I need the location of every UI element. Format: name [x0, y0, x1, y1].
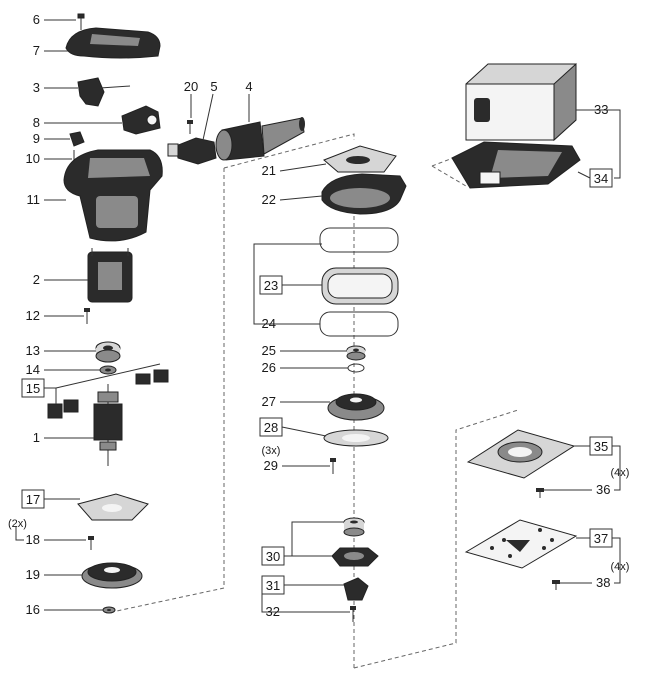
label-boxes: [21, 168, 613, 595]
part-29-screw: [330, 458, 336, 474]
label-35: 35: [594, 439, 608, 454]
label-37: 37: [594, 531, 608, 546]
part-1-armature: [93, 384, 123, 466]
label-34: 34: [594, 171, 608, 186]
part-26-ring: [347, 363, 365, 373]
label-25: 25: [262, 343, 276, 358]
label-3: 3: [33, 80, 40, 95]
part-35-pad: [466, 429, 576, 479]
label-21: 21: [262, 163, 276, 178]
part-33-dust-box: [465, 62, 577, 142]
part-28-plate: [323, 429, 389, 447]
part-32-screw: [350, 606, 356, 622]
part-37-plate: [464, 519, 578, 569]
part-labels: 6 7 3 8 9 10 11 2 12 13 14 15 1 17 (2x) …: [8, 12, 629, 619]
part-38-screw: [552, 580, 560, 590]
label-6: 6: [33, 12, 40, 27]
label-11: 11: [27, 192, 41, 207]
label-5: 5: [210, 79, 217, 94]
qty-29: (3x): [262, 445, 281, 457]
part-4-nozzle: [215, 117, 305, 161]
part-7-cover: [65, 27, 161, 59]
label-2: 2: [33, 272, 40, 287]
label-17: 17: [26, 492, 40, 507]
label-18: 18: [26, 532, 40, 547]
assembly-dashed-lines: [111, 133, 519, 669]
label-20: 20: [184, 79, 198, 94]
label-36: 36: [596, 482, 610, 497]
label-26: 26: [262, 360, 276, 375]
part-34-base: [451, 141, 581, 189]
label-14: 14: [26, 362, 40, 377]
label-24: 24: [262, 316, 276, 331]
label-29: 29: [264, 458, 278, 473]
label-33: 33: [594, 102, 608, 117]
part-31-eccentric: [343, 577, 369, 601]
label-16: 16: [26, 602, 40, 617]
label-9: 9: [33, 131, 40, 146]
part-23-seal: [321, 267, 399, 305]
part-17-plate: [77, 493, 149, 521]
label-10: 10: [26, 151, 40, 166]
label-13: 13: [26, 343, 40, 358]
part-12-screw: [84, 308, 90, 324]
part-18-screw: [88, 536, 94, 550]
part-3-switch: [77, 77, 131, 107]
part-2-stator: [87, 248, 133, 303]
part-30-holder: [331, 547, 379, 567]
label-1: 1: [33, 430, 40, 445]
label-19: 19: [26, 567, 40, 582]
part-20-screw: [187, 120, 193, 134]
leader-lines: [15, 19, 621, 613]
label-28: 28: [264, 420, 278, 435]
part-8-bracket: [121, 105, 161, 135]
part-11-housing: [63, 149, 163, 242]
part-22-housing: [321, 173, 407, 215]
label-31: 31: [266, 578, 280, 593]
label-7: 7: [33, 43, 40, 58]
part-13-bearing: [95, 341, 121, 363]
part-15-brushes: [47, 369, 169, 419]
part-27-fan: [327, 393, 385, 421]
qty-18: (2x): [8, 518, 27, 530]
part-14-washer: [99, 365, 117, 375]
part-24-gasket: [319, 311, 399, 337]
part-9-latch: [69, 131, 85, 147]
label-32: 32: [266, 604, 280, 619]
label-30: 30: [266, 549, 280, 564]
part-30-bearing: [343, 517, 365, 537]
label-22: 22: [262, 192, 276, 207]
qty-36: (4x): [611, 467, 630, 479]
label-15: 15: [26, 381, 40, 396]
part-16-washer: [102, 606, 116, 614]
label-27: 27: [262, 394, 276, 409]
part-5-bracket: [167, 137, 217, 165]
part-19-fan: [81, 562, 143, 589]
label-4: 4: [245, 79, 252, 94]
part-25-bearing: [346, 345, 366, 361]
part-21-plate: [323, 145, 397, 173]
part-23-top-gasket: [319, 227, 399, 253]
part-36-screw: [536, 488, 544, 498]
part-6-screw: [77, 13, 85, 30]
label-12: 12: [26, 308, 40, 323]
label-8: 8: [33, 115, 40, 130]
label-23: 23: [264, 278, 278, 293]
label-38: 38: [596, 575, 610, 590]
qty-38: (4x): [611, 561, 630, 573]
